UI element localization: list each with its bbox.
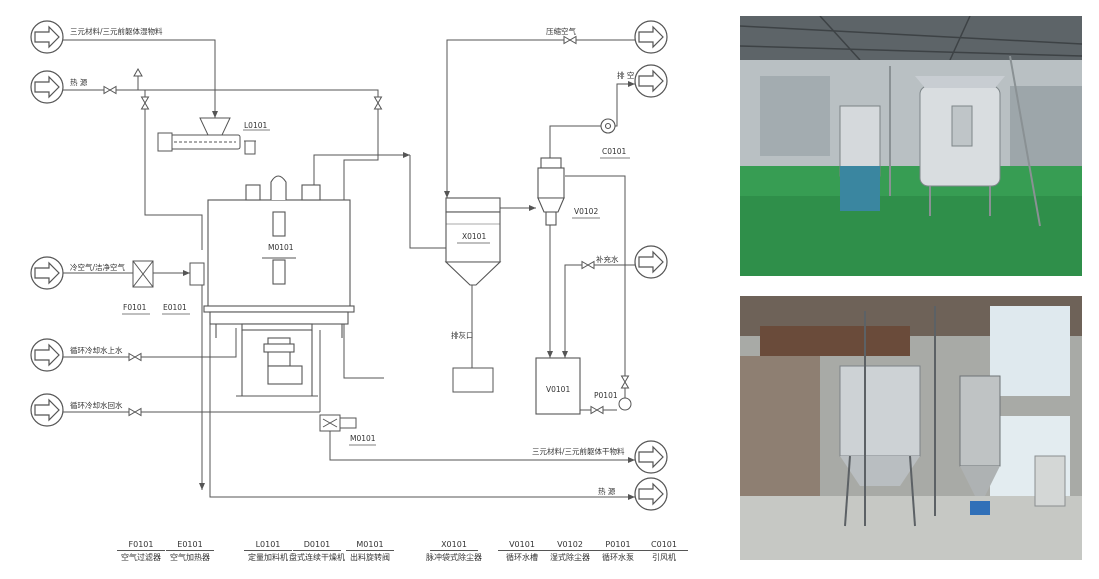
heat-source-in-connector-icon: [30, 70, 64, 104]
cooling-water-in-connector-icon: [30, 338, 64, 372]
cold-air-connector-icon: [30, 256, 64, 290]
cooling-water-out-connector-icon: [30, 393, 64, 427]
heat-source-out-label: 热 源: [598, 486, 616, 496]
bag-dust-collector-icon: [444, 197, 502, 286]
feeder-icon: [157, 117, 256, 155]
material-in-connector-icon: [30, 20, 64, 54]
air-filter-icon: [132, 260, 154, 288]
cooling-in-valve-icon: [128, 353, 142, 361]
water-tank-icon: [535, 357, 581, 415]
makeup-water-connector-icon: [634, 245, 668, 279]
heat-branch-valve-icon: [141, 96, 149, 110]
rotary-valve-icon: [319, 414, 357, 432]
ash-bin-icon: [452, 367, 494, 393]
air-heater-tag: E0101: [163, 303, 187, 312]
material-in-label: 三元材料/三元前躯体湿物料: [70, 26, 163, 36]
plant-photo-top: [740, 16, 1082, 276]
cooling-out-valve-icon: [128, 408, 142, 416]
makeup-water-valve-icon: [581, 261, 595, 269]
material-out-connector-icon: [634, 440, 668, 474]
compressed-air-valve-icon: [563, 36, 577, 44]
return-valve-icon: [621, 375, 629, 389]
air-filter-tag: F0101: [123, 303, 147, 312]
water-pump-tag: P0101: [594, 391, 618, 400]
heat-source-out-connector-icon: [634, 477, 668, 511]
dust-collector-tag: X0101: [462, 232, 486, 241]
water-tank-tag: V0101: [546, 385, 570, 394]
wet-scrubber-tag: V0102: [574, 207, 598, 216]
compressed-air-label: 压缩空气: [546, 26, 576, 36]
makeup-water-label: 补充水: [596, 254, 619, 264]
dryer-tag: M0101: [268, 243, 294, 252]
cold-air-label: 冷空气/洁净空气: [70, 262, 126, 272]
control-valve-icon: [133, 67, 143, 90]
plant-photo-bottom: [740, 296, 1082, 560]
ash-outlet-label: 排灰口: [451, 330, 474, 340]
induced-fan-icon: [600, 118, 616, 134]
heat-source-in-label: 热 源: [70, 77, 88, 87]
heat-line-valve-icon: [374, 96, 382, 110]
cooling-water-in-label: 循环冷却水上水: [70, 345, 123, 355]
material-out-label: 三元材料/三元前躯体干物料: [532, 446, 625, 456]
exhaust-connector-icon: [634, 64, 668, 98]
air-heater-icon: [189, 262, 205, 286]
fan-tag: C0101: [602, 147, 627, 156]
disc-dryer-icon: [203, 175, 355, 397]
rotary-valve-tag: M0101: [350, 434, 376, 443]
pump-valve-icon: [590, 406, 604, 414]
heat-valve-icon: [103, 86, 117, 94]
compressed-air-connector-icon: [634, 20, 668, 54]
cooling-water-out-label: 循环冷却水回水: [70, 400, 123, 410]
feeder-tag: L0101: [244, 121, 267, 130]
exhaust-label: 排 空: [617, 70, 634, 80]
water-pump-icon: [618, 397, 632, 411]
wet-scrubber-icon: [537, 157, 565, 226]
